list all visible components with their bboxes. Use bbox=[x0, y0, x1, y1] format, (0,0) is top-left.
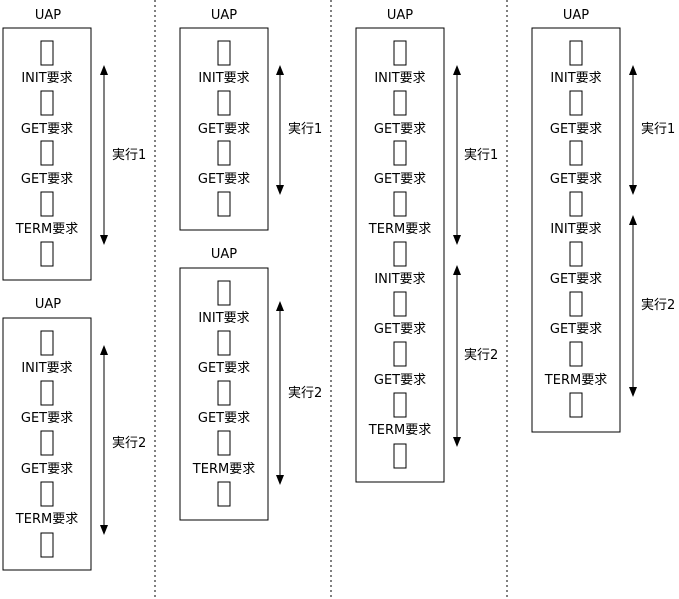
init-request-label: INIT要求 bbox=[374, 272, 425, 287]
state-marker bbox=[40, 241, 54, 267]
execution-label: 実行2 bbox=[464, 347, 498, 363]
uap-title: UAP bbox=[563, 8, 589, 23]
state-marker bbox=[40, 140, 54, 166]
uap-box bbox=[179, 27, 269, 231]
state-marker bbox=[569, 191, 583, 217]
uap-panel-col4: UAP INIT要求 GET要求 GET要求 INIT要求 GET要求 GET要… bbox=[531, 8, 675, 433]
get-request-label: GET要求 bbox=[21, 122, 73, 137]
get-request-label: GET要求 bbox=[374, 322, 426, 337]
term-request-label: TERM要求 bbox=[368, 423, 431, 438]
get-request-label: GET要求 bbox=[198, 172, 250, 187]
state-marker bbox=[393, 191, 407, 217]
state-marker bbox=[217, 380, 231, 406]
state-marker bbox=[217, 430, 231, 456]
init-request-label: INIT要求 bbox=[550, 71, 601, 86]
state-marker bbox=[40, 532, 54, 558]
execution-label: 実行1 bbox=[464, 147, 498, 163]
state-marker bbox=[393, 40, 407, 66]
get-request-label: GET要求 bbox=[374, 172, 426, 187]
get-request-label: GET要求 bbox=[550, 322, 602, 337]
uap-panel-col1-exec1: UAP INIT要求 GET要求 GET要求 TERM要求 実行1 bbox=[2, 8, 146, 281]
state-marker bbox=[393, 443, 407, 469]
execution-label: 実行2 bbox=[112, 435, 146, 451]
state-marker bbox=[393, 291, 407, 317]
init-request-label: INIT要求 bbox=[21, 361, 72, 376]
uap-title: UAP bbox=[35, 8, 61, 23]
uap-box bbox=[2, 317, 92, 571]
uap-panel-col3: UAP INIT要求 GET要求 GET要求 TERM要求 INIT要求 GET… bbox=[355, 8, 498, 483]
uap-title: UAP bbox=[211, 8, 237, 23]
state-marker bbox=[217, 330, 231, 356]
get-request-label: GET要求 bbox=[550, 122, 602, 137]
uap-box bbox=[179, 267, 269, 521]
state-marker bbox=[393, 341, 407, 367]
init-request-label: INIT要求 bbox=[374, 71, 425, 86]
execution-label: 実行1 bbox=[288, 121, 322, 137]
uap-title: UAP bbox=[211, 247, 237, 262]
uap-box bbox=[531, 27, 621, 433]
init-request-label: INIT要求 bbox=[198, 311, 249, 326]
state-marker bbox=[393, 90, 407, 116]
get-request-label: GET要求 bbox=[21, 172, 73, 187]
term-request-label: TERM要求 bbox=[544, 373, 607, 388]
uap-panel-col2-exec2: UAP INIT要求 GET要求 GET要求 TERM要求 実行2 bbox=[179, 247, 322, 521]
state-marker bbox=[217, 90, 231, 116]
column-separators bbox=[154, 0, 508, 599]
state-marker bbox=[40, 380, 54, 406]
uap-title: UAP bbox=[35, 297, 61, 312]
state-marker bbox=[569, 392, 583, 418]
get-request-label: GET要求 bbox=[21, 462, 73, 477]
state-marker bbox=[569, 90, 583, 116]
state-marker bbox=[569, 40, 583, 66]
init-request-label: INIT要求 bbox=[198, 71, 249, 86]
state-marker bbox=[569, 140, 583, 166]
init-request-label: INIT要求 bbox=[550, 222, 601, 237]
state-marker bbox=[393, 392, 407, 418]
get-request-label: GET要求 bbox=[198, 122, 250, 137]
get-request-label: GET要求 bbox=[21, 411, 73, 426]
state-marker bbox=[393, 140, 407, 166]
get-request-label: GET要求 bbox=[198, 361, 250, 376]
term-request-label: TERM要求 bbox=[15, 222, 78, 237]
term-request-label: TERM要求 bbox=[15, 512, 78, 527]
get-request-label: GET要求 bbox=[374, 122, 426, 137]
term-request-label: TERM要求 bbox=[192, 462, 255, 477]
get-request-label: GET要求 bbox=[550, 272, 602, 287]
uap-panel-col2-exec1: UAP INIT要求 GET要求 GET要求 実行1 bbox=[179, 8, 322, 231]
execution-label: 実行2 bbox=[288, 385, 322, 401]
get-request-label: GET要求 bbox=[198, 411, 250, 426]
get-request-label: GET要求 bbox=[550, 172, 602, 187]
uap-box bbox=[2, 27, 92, 281]
state-marker bbox=[40, 481, 54, 507]
execution-label: 実行1 bbox=[112, 147, 146, 163]
state-marker bbox=[40, 191, 54, 217]
state-marker bbox=[217, 481, 231, 507]
term-request-label: TERM要求 bbox=[368, 222, 431, 237]
state-marker bbox=[40, 90, 54, 116]
state-marker bbox=[217, 140, 231, 166]
state-marker bbox=[569, 291, 583, 317]
execution-label: 実行1 bbox=[641, 121, 675, 137]
state-marker bbox=[217, 191, 231, 217]
state-marker bbox=[569, 241, 583, 267]
uap-title: UAP bbox=[387, 8, 413, 23]
state-marker bbox=[217, 40, 231, 66]
state-marker bbox=[217, 280, 231, 306]
state-marker bbox=[569, 341, 583, 367]
get-request-label: GET要求 bbox=[374, 373, 426, 388]
init-request-label: INIT要求 bbox=[21, 71, 72, 86]
uap-panel-col1-exec2: UAP INIT要求 GET要求 GET要求 TERM要求 実行2 bbox=[2, 297, 146, 571]
state-marker bbox=[40, 40, 54, 66]
state-marker bbox=[40, 330, 54, 356]
uap-box bbox=[355, 27, 445, 483]
state-marker bbox=[393, 241, 407, 267]
execution-label: 実行2 bbox=[641, 297, 675, 313]
state-marker bbox=[40, 430, 54, 456]
